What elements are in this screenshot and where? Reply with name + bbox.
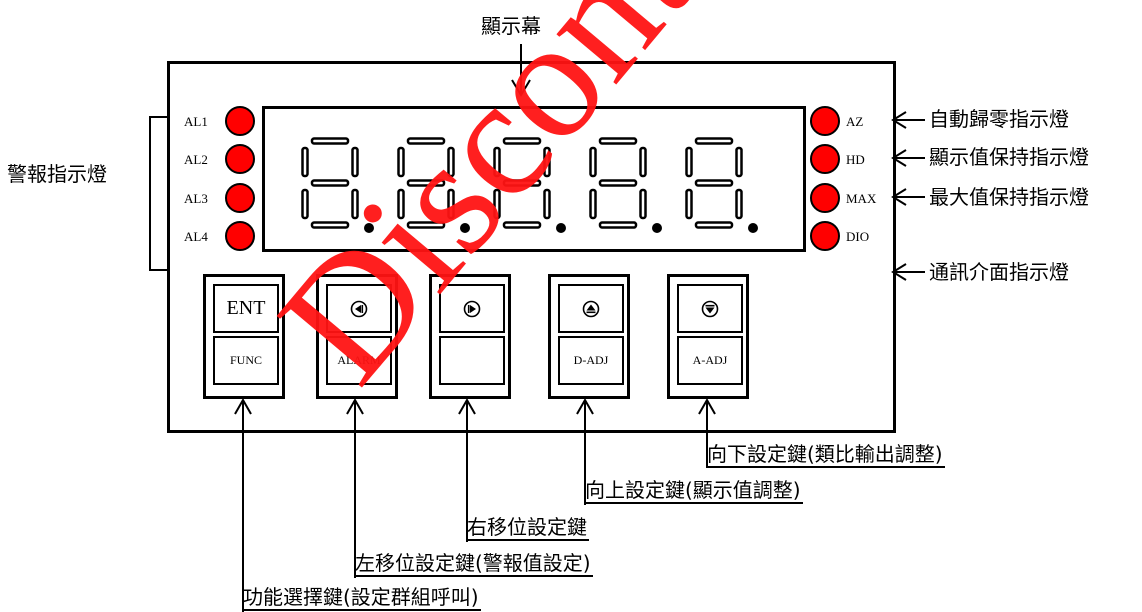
alarm-key[interactable]: ALARM xyxy=(316,274,398,399)
led-label-al1: AL1 xyxy=(184,114,208,129)
alarm-indicator-label: 警報指示燈 xyxy=(7,162,107,186)
led-label-al2: AL2 xyxy=(184,152,208,167)
d-adj-key[interactable]: D-ADJ xyxy=(548,274,630,399)
a-adj-key-label: A-ADJ xyxy=(677,336,743,385)
segment-digit xyxy=(397,137,470,233)
segment-digit xyxy=(589,137,662,233)
led-label-dio: DIO xyxy=(846,229,870,244)
az-led xyxy=(810,106,840,136)
dio-description: 通訊介面指示燈 xyxy=(929,260,1069,284)
az-description: 自動歸零指示燈 xyxy=(929,107,1069,131)
hd-led xyxy=(810,144,840,174)
caption-right-shift-key: 右移位設定鍵 xyxy=(467,515,589,541)
segment-digit xyxy=(301,137,374,233)
a-adj-key[interactable]: A-ADJ xyxy=(667,274,749,399)
right-shift-key-bottom xyxy=(439,336,505,385)
right-shift-key[interactable] xyxy=(429,274,511,399)
right-arrow-icon xyxy=(463,300,481,317)
display-title: 顯示幕 xyxy=(481,14,541,38)
down-arrow-icon xyxy=(701,300,719,317)
led-label-hd: HD xyxy=(846,152,865,167)
led-label-max: MAX xyxy=(846,191,877,206)
left-arrow-icon xyxy=(350,300,368,317)
func-key-label: FUNC xyxy=(213,336,279,385)
alarm-led-1 xyxy=(225,106,255,136)
device-panel xyxy=(167,61,896,433)
led-label-az: AZ xyxy=(846,114,864,129)
alarm-led-3 xyxy=(225,183,255,213)
seven-segment-digits xyxy=(301,137,758,233)
d-adj-key-label: D-ADJ xyxy=(558,336,624,385)
caption-left-shift-key: 左移位設定鍵(警報值設定) xyxy=(355,551,593,577)
max-description: 最大值保持指示燈 xyxy=(929,185,1089,209)
ent-key-label: ENT xyxy=(213,284,279,333)
hd-description: 顯示值保持指示燈 xyxy=(929,145,1089,169)
led-label-al4: AL4 xyxy=(184,229,208,244)
led-label-al3: AL3 xyxy=(184,191,208,206)
display-screen xyxy=(262,106,806,252)
caption-down-key: 向下設定鍵(類比輸出調整) xyxy=(707,442,945,468)
caption-up-key: 向上設定鍵(顯示值調整) xyxy=(585,478,803,504)
alarm-led-4 xyxy=(225,221,255,251)
segment-digit xyxy=(493,137,566,233)
caption-func-key: 功能選擇鍵(設定群組呼叫) xyxy=(243,585,481,611)
segment-digit xyxy=(685,137,758,233)
func-key[interactable]: ENT FUNC xyxy=(203,274,285,399)
up-arrow-icon xyxy=(582,300,600,317)
alarm-led-2 xyxy=(225,144,255,174)
dio-led xyxy=(810,221,840,251)
alarm-key-label: ALARM xyxy=(326,336,392,385)
max-led xyxy=(810,183,840,213)
